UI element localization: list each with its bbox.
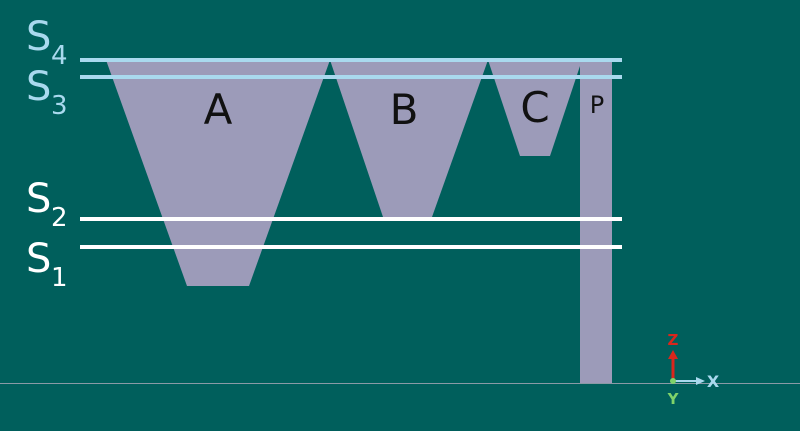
part-b-shape xyxy=(330,60,488,217)
z-axis-label: Z xyxy=(668,331,679,349)
part-b-label: B xyxy=(390,85,419,134)
part-a-label: A xyxy=(204,85,233,134)
part-a-shape xyxy=(106,60,330,286)
part-p-shape xyxy=(580,60,612,383)
part-c-label: C xyxy=(520,83,549,132)
axis-gizmo: Z X Y xyxy=(667,331,720,408)
z-axis-arrowhead xyxy=(668,350,678,359)
plane-s1-label: S1 xyxy=(26,236,68,293)
plane-s3-label: S3 xyxy=(26,64,68,121)
x-axis-label: X xyxy=(707,372,720,391)
x-axis-arrowhead xyxy=(696,377,705,385)
plane-s4-label: S4 xyxy=(26,14,68,71)
part-p-label: P xyxy=(590,91,604,119)
plane-s2-label: S2 xyxy=(26,176,68,233)
y-axis-dot xyxy=(670,378,676,384)
y-axis-label: Y xyxy=(667,390,680,408)
part-c-shape xyxy=(488,60,582,156)
